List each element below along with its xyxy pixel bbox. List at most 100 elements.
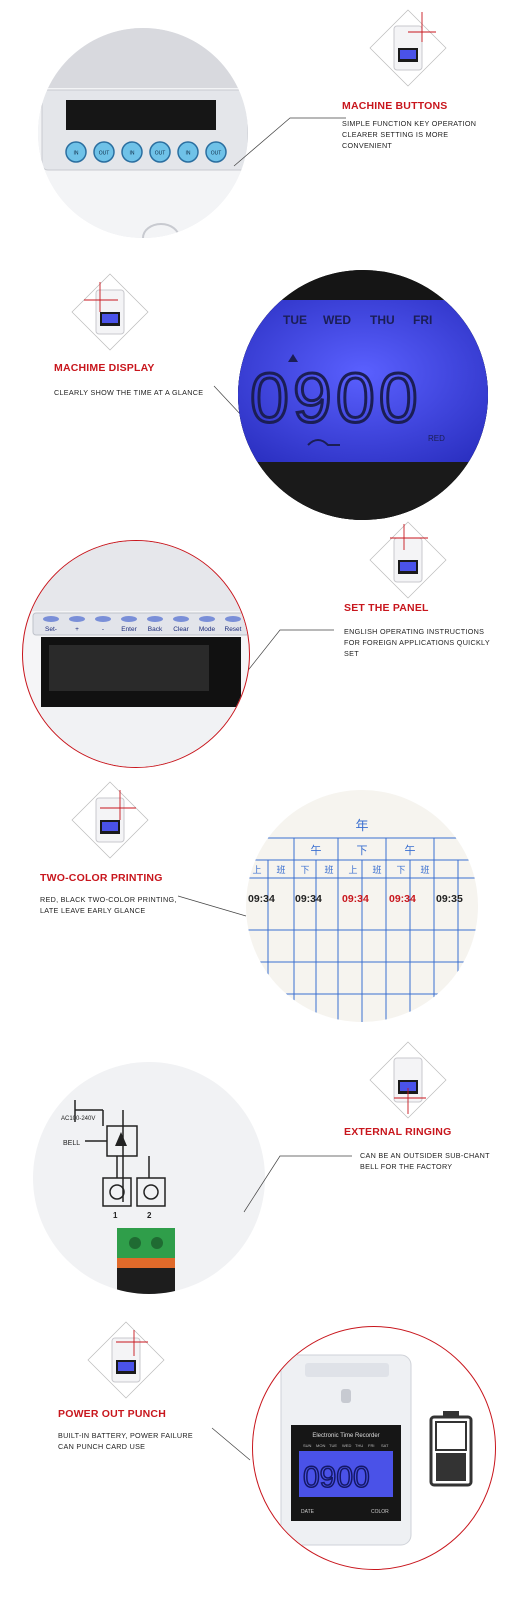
device-time-digits: 0900 bbox=[303, 1461, 370, 1494]
panel-photo: Set- + - Enter Back Clear Mode Reset bbox=[22, 540, 250, 768]
device-day-label: FRI bbox=[368, 1443, 374, 1448]
section-title: EXTERNAL RINGING bbox=[344, 1126, 452, 1138]
wiring-photo: AC100-240V BELL 1 2 bbox=[33, 1062, 265, 1294]
card-header: 下 bbox=[357, 845, 368, 857]
card-subheader: 上 bbox=[252, 865, 261, 875]
svg-text:-: - bbox=[102, 626, 104, 633]
machine-key-button[interactable]: IN bbox=[121, 141, 143, 163]
section-set-panel: SET THE PANEL ENGLISH OPERATING INSTRUCT… bbox=[0, 520, 509, 780]
svg-text:IN: IN bbox=[186, 151, 191, 157]
card-subheader: 下 bbox=[396, 865, 405, 875]
time-stamp: 09:34 bbox=[342, 893, 369, 905]
day-label: FRI bbox=[413, 313, 432, 327]
pointer-line bbox=[213, 385, 243, 417]
section-machine-display: MACHIME DISPLAY CLEARLY SHOW THE TIME AT… bbox=[0, 270, 509, 520]
svg-text:+: + bbox=[75, 626, 79, 633]
pointer-line bbox=[233, 629, 334, 689]
machine-buttons-photo: IN OUT IN OUT IN OUT bbox=[38, 28, 248, 238]
card-subheader: 班 bbox=[420, 864, 429, 875]
section-description: CLEARLY SHOW THE TIME AT A GLANCE bbox=[54, 388, 204, 397]
time-stamp: 09:34 bbox=[389, 893, 416, 905]
svg-text:IN: IN bbox=[74, 151, 79, 157]
device-thumbnail bbox=[369, 521, 447, 599]
card-subheader: 班 bbox=[324, 864, 333, 875]
device-day-label: THU bbox=[355, 1443, 363, 1448]
section-description: RED, BLACK TWO-COLOR PRINTING,LATE LEAVE… bbox=[40, 895, 177, 915]
machine-key-button[interactable]: OUT bbox=[149, 141, 171, 163]
card-subheader: 上 bbox=[348, 865, 357, 875]
pointer-line bbox=[243, 1155, 352, 1213]
section-title: POWER OUT PUNCH bbox=[58, 1408, 166, 1420]
color-label: RED bbox=[428, 434, 445, 443]
machine-key-button[interactable]: OUT bbox=[93, 141, 115, 163]
pointer-line bbox=[211, 1427, 251, 1461]
machine-key-button[interactable]: IN bbox=[65, 141, 87, 163]
bell-label: BELL bbox=[63, 1140, 80, 1147]
section-power-out-punch: POWER OUT PUNCH BUILT-IN BATTERY, POWER … bbox=[0, 1320, 509, 1600]
device-thumbnail bbox=[369, 9, 447, 87]
section-title: TWO-COLOR PRINTING bbox=[40, 872, 163, 884]
device-thumbnail bbox=[87, 1321, 165, 1399]
lcd-display-photo: TUE WED THU FRI 0900 RED bbox=[238, 270, 488, 520]
device-thumbnail bbox=[71, 273, 149, 351]
panel-key[interactable]: - bbox=[95, 616, 111, 633]
panel-key[interactable]: Set- bbox=[43, 616, 59, 633]
svg-text:OUT: OUT bbox=[155, 151, 166, 157]
terminal-label: 2 bbox=[147, 1211, 152, 1220]
device-day-label: WED bbox=[342, 1443, 351, 1448]
svg-text:OUT: OUT bbox=[99, 151, 110, 157]
section-two-color-printing: TWO-COLOR PRINTING RED, BLACK TWO-COLOR … bbox=[0, 780, 509, 1040]
day-label: THU bbox=[370, 313, 395, 327]
day-label: WED bbox=[323, 313, 351, 327]
section-title: MACHINE BUTTONS bbox=[342, 100, 448, 112]
machine-key-button[interactable]: OUT bbox=[205, 141, 227, 163]
panel-key[interactable]: Clear bbox=[173, 616, 190, 633]
device-thumbnail bbox=[71, 781, 149, 859]
section-title: MACHIME DISPLAY bbox=[54, 362, 155, 374]
lcd-time-digits: 0900 bbox=[250, 359, 422, 437]
battery-icon bbox=[429, 1411, 473, 1487]
svg-text:Back: Back bbox=[148, 626, 163, 633]
pointer-line bbox=[233, 117, 346, 167]
device-color-label: COLOR bbox=[371, 1509, 389, 1515]
time-stamp: 09:35 bbox=[436, 893, 463, 905]
section-machine-buttons: IN OUT IN OUT IN OUT MACHINE BUTTONS SIMPLE F… bbox=[0, 0, 509, 270]
panel-key[interactable]: Mode bbox=[199, 616, 216, 633]
device-thumbnail bbox=[369, 1041, 447, 1119]
device-label: Electronic Time Recorder bbox=[312, 1433, 379, 1439]
svg-text:Mode: Mode bbox=[199, 626, 216, 633]
card-subheader: 班 bbox=[276, 864, 285, 875]
svg-text:Reset: Reset bbox=[225, 626, 242, 633]
svg-text:OUT: OUT bbox=[211, 151, 222, 157]
voltage-label: AC100-240V bbox=[61, 1116, 95, 1122]
panel-key[interactable]: Reset bbox=[225, 616, 242, 633]
power-plug-icon bbox=[307, 439, 340, 446]
card-header: 午 bbox=[311, 844, 322, 857]
card-header: 年 bbox=[355, 818, 368, 833]
device-date-label: DATE bbox=[301, 1509, 315, 1515]
section-external-ringing: AC100-240V BELL 1 2 EXTERNAL RINGING CAN… bbox=[0, 1040, 509, 1320]
device-day-label: MON bbox=[316, 1443, 325, 1448]
svg-text:Clear: Clear bbox=[173, 626, 189, 633]
device-day-label: SUN bbox=[303, 1443, 312, 1448]
svg-text:Enter: Enter bbox=[121, 626, 137, 633]
card-subheader: 下 bbox=[300, 865, 309, 875]
time-stamp: 09:34 bbox=[248, 893, 275, 905]
machine-key-button[interactable]: IN bbox=[177, 141, 199, 163]
panel-key[interactable]: + bbox=[69, 616, 85, 633]
card-header: 午 bbox=[405, 844, 416, 857]
device-day-label: TUE bbox=[329, 1443, 337, 1448]
bell-icon bbox=[115, 1132, 127, 1146]
day-label: TUE bbox=[283, 313, 307, 327]
pointer-line bbox=[177, 895, 247, 917]
time-recorder-photo: Electronic Time Recorder SUN MON TUE WED THU… bbox=[252, 1326, 496, 1570]
panel-key[interactable]: Enter bbox=[121, 616, 138, 633]
svg-text:IN: IN bbox=[130, 151, 135, 157]
device-day-label: SAT bbox=[381, 1443, 389, 1448]
panel-key[interactable]: Back bbox=[147, 616, 163, 633]
